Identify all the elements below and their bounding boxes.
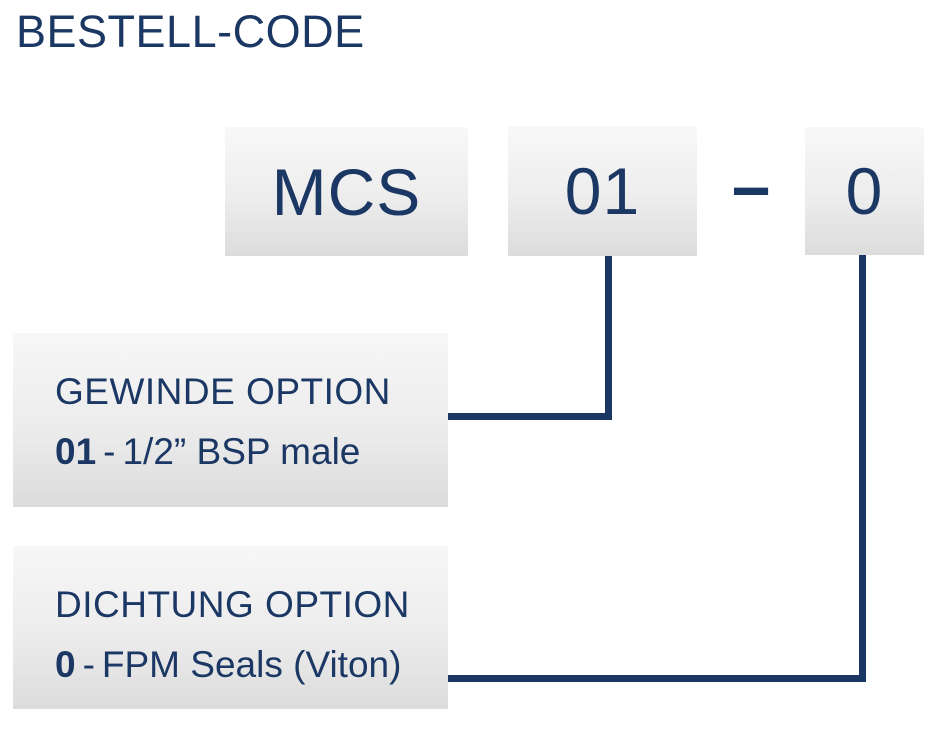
option-heading-dichtung: DICHTUNG OPTION bbox=[55, 584, 410, 625]
option-description-dichtung: FPM Seals (Viton) bbox=[101, 644, 402, 685]
code-box-gewinde: 01 bbox=[508, 126, 697, 256]
code-box-dichtung: 0 bbox=[805, 127, 924, 255]
code-segment-series: MCS bbox=[271, 154, 422, 229]
page-title: BESTELL-CODE bbox=[16, 6, 365, 57]
option-heading-gewinde: GEWINDE OPTION bbox=[55, 371, 391, 412]
option-value-gewinde: 01 bbox=[55, 431, 97, 472]
code-segment-dichtung: 0 bbox=[845, 154, 884, 228]
option-box-gewinde: GEWINDE OPTION 01-1/2” BSP male bbox=[13, 333, 448, 507]
connector-line-dichtung bbox=[448, 255, 866, 682]
option-separator-gewinde: - bbox=[103, 431, 116, 472]
option-line-gewinde: 01-1/2” BSP male bbox=[55, 427, 438, 477]
option-value-dichtung: 0 bbox=[55, 644, 76, 685]
code-segment-gewinde: 01 bbox=[564, 154, 641, 228]
code-box-series: MCS bbox=[225, 127, 468, 256]
option-separator-dichtung: - bbox=[82, 644, 95, 685]
connector-line-gewinde bbox=[448, 256, 612, 420]
option-line-dichtung: 0-FPM Seals (Viton) bbox=[55, 640, 438, 690]
code-separator-dash: − bbox=[731, 153, 771, 229]
option-description-gewinde: 1/2” BSP male bbox=[122, 431, 361, 472]
option-box-dichtung: DICHTUNG OPTION 0-FPM Seals (Viton) bbox=[13, 546, 448, 709]
